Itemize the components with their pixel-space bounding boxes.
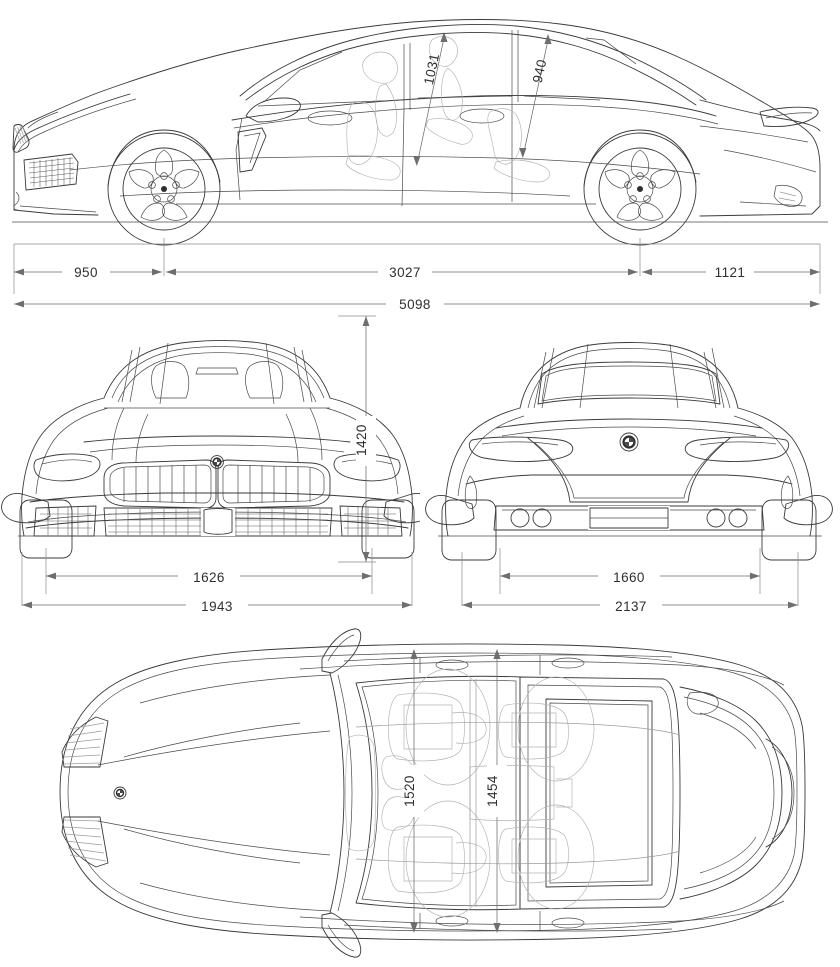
top-roof — [519, 676, 681, 910]
side-front-wheel-spokes — [128, 149, 200, 221]
top-door-handle-rl — [551, 657, 585, 669]
rear-diffuser-center — [589, 507, 669, 529]
rear-exhaust-3 — [706, 508, 726, 528]
side-length-dimension-chain: 950 3027 1121 5098 — [13, 238, 821, 313]
top-interior-ghost — [345, 668, 595, 918]
top-shoulder-dimensions: 1520 1454 — [402, 649, 507, 933]
top-windshield — [355, 675, 521, 911]
dim-front-headroom: 1031 — [421, 52, 442, 86]
side-exhaust — [773, 184, 803, 207]
front-view — [1, 340, 420, 559]
rear-window — [537, 361, 721, 405]
top-left-kidney — [61, 716, 109, 768]
rear-right-mirror — [783, 495, 833, 526]
front-right-mirror — [383, 493, 420, 524]
side-body-outline — [13, 19, 821, 217]
rear-left-mirror — [425, 495, 475, 526]
side-rear-wheel-spokes — [604, 149, 676, 221]
top-cabin-lines — [355, 679, 681, 907]
dim-overall-length: 5098 — [399, 297, 431, 312]
rear-exhaust-1 — [510, 508, 530, 528]
top-fuel-filler — [686, 691, 719, 715]
side-front-wheel — [107, 129, 221, 246]
dim-overall-width: 1943 — [201, 599, 233, 614]
height-dimension: 1420 — [338, 315, 376, 563]
dim-overall-height: 1420 — [354, 424, 369, 456]
side-lower-intake — [23, 153, 79, 191]
side-spoiler — [759, 106, 819, 127]
side-front-fascia — [12, 93, 137, 213]
side-view: 1031 940 950 3027 1121 5098 — [12, 19, 828, 313]
top-door-handle-fl — [435, 659, 469, 671]
side-interior-ghost — [345, 36, 550, 183]
side-fender-gill — [237, 127, 267, 173]
side-headroom-dimensions: 1031 940 — [413, 32, 552, 166]
front-right-intake — [339, 505, 403, 537]
dim-front-shoulder-room: 1520 — [402, 775, 417, 807]
front-width-dimensions: 1626 1943 — [21, 548, 413, 615]
side-rear-wheel — [583, 129, 697, 246]
rear-width-dimensions: 1660 2137 — [461, 548, 799, 615]
rear-wheels — [441, 499, 817, 561]
top-mirrors — [321, 628, 362, 958]
front-body-outline — [1, 340, 420, 537]
front-rearview-mirror — [195, 367, 239, 375]
rear-exhaust-4 — [728, 508, 748, 528]
rear-bumper-diffuser — [464, 474, 794, 531]
side-kidney-grille — [12, 124, 30, 153]
top-sunroof — [545, 698, 653, 888]
rear-bmw-roundel — [619, 432, 639, 452]
front-left-intake — [33, 505, 97, 537]
dim-rear-track: 1660 — [613, 570, 645, 585]
dim-front-track: 1626 — [193, 570, 225, 585]
rear-taillights — [468, 436, 790, 462]
top-door-handle-rr — [551, 917, 585, 929]
rear-body-outline — [425, 342, 833, 537]
front-lower-bumper — [25, 492, 409, 537]
dim-rear-overhang: 1121 — [715, 265, 746, 280]
top-right-kidney — [61, 816, 109, 868]
rear-view — [425, 342, 833, 561]
side-doors — [235, 97, 513, 207]
top-bmw-roundel — [113, 786, 127, 800]
side-mirror — [245, 97, 301, 123]
top-door-handle-fr — [435, 915, 469, 927]
dim-wheelbase: 3027 — [389, 265, 421, 280]
side-glasshouse — [257, 30, 637, 110]
dim-rear-headroom: 940 — [530, 58, 550, 84]
front-left-mirror — [1, 493, 51, 524]
front-license-plate — [203, 508, 233, 535]
rear-trunk-outline — [527, 437, 731, 503]
dim-width-with-mirrors: 2137 — [615, 599, 647, 614]
side-door-handle-front — [307, 110, 353, 126]
dim-rear-shoulder-room: 1454 — [485, 775, 500, 807]
side-rear — [699, 99, 821, 207]
side-door-handle-rear — [459, 108, 505, 124]
rear-exhaust-2 — [532, 508, 552, 528]
dim-front-overhang: 950 — [74, 265, 98, 280]
top-side-lines — [299, 654, 785, 932]
top-view: 1520 1454 — [59, 628, 806, 958]
front-kidney-grille — [103, 459, 331, 509]
top-body-outline — [59, 643, 806, 941]
